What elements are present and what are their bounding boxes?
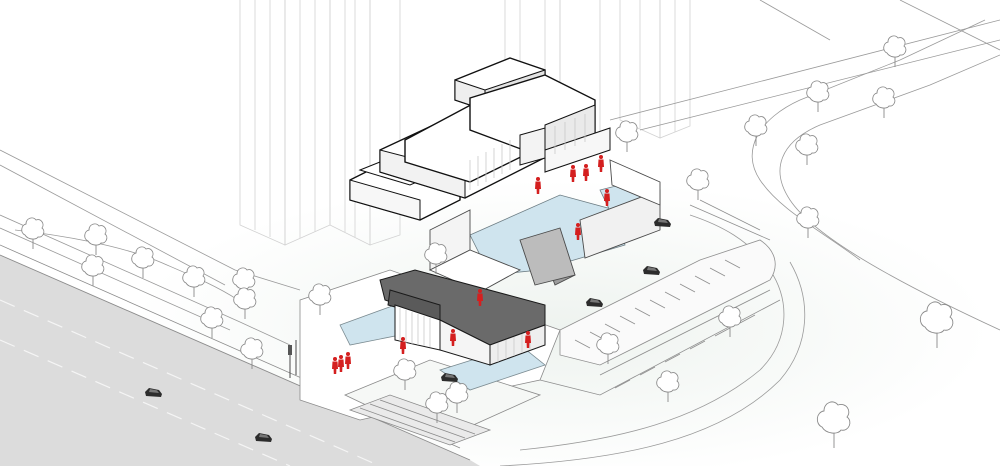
entry-pavilion xyxy=(379,269,546,366)
tree xyxy=(795,133,819,166)
entry-signpost xyxy=(288,340,297,378)
tree xyxy=(21,217,45,250)
person xyxy=(598,155,604,172)
tree xyxy=(883,35,907,68)
tree xyxy=(615,120,639,153)
tree xyxy=(806,80,830,113)
entry-reflecting-pool xyxy=(339,304,546,391)
tree xyxy=(744,114,768,147)
person xyxy=(570,165,576,182)
main-building xyxy=(349,57,611,221)
person xyxy=(583,164,589,181)
tree xyxy=(131,246,155,279)
tree xyxy=(872,86,896,119)
parking-lot xyxy=(539,199,781,396)
tree xyxy=(81,254,105,287)
tree xyxy=(84,223,108,256)
podium-wings xyxy=(428,159,661,293)
